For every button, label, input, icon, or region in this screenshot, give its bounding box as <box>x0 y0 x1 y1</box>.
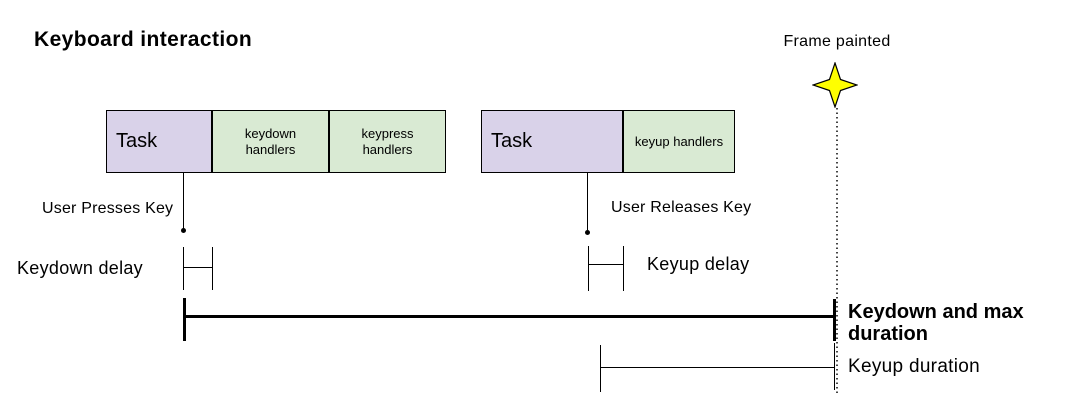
keydown-delay-label: Keydown delay <box>17 258 143 278</box>
keydown-handlers-label: keydown handlers <box>244 125 297 157</box>
keyup-delay-connector <box>588 264 624 265</box>
keyup-duration-left-tick <box>600 345 601 392</box>
keyup-task-label: Task <box>491 130 533 152</box>
frame-painted-label: Frame painted <box>783 33 891 50</box>
keyup-duration-label: Keyup duration <box>848 356 981 377</box>
keydown-delay-connector <box>183 267 213 268</box>
keydown-delay-right-tick <box>212 247 213 290</box>
keyup-delay-left-tick <box>588 246 589 291</box>
user-presses-key-arrow <box>183 173 184 229</box>
keydown-delay-left-tick <box>183 247 184 290</box>
keydown-duration-right-tick <box>833 299 836 341</box>
user-presses-key-arrowhead <box>181 228 186 233</box>
user-releases-key-arrow <box>587 173 588 230</box>
keyup-task-box: Task <box>481 110 623 173</box>
keydown-duration-left-tick <box>183 298 186 341</box>
keyup-handlers-label: keyup handlers <box>634 133 724 149</box>
keydown-duration-label: Keydown and max duration <box>848 301 1024 345</box>
keyup-handlers-box: keyup handlers <box>623 110 735 173</box>
user-presses-key-label: User Presses Key <box>42 200 174 217</box>
keyup-duration-right-tick <box>834 343 835 390</box>
keypress-handlers-label: keypress handlers <box>361 125 414 157</box>
frame-painted-dotted-line <box>836 108 838 393</box>
keydown-handlers-box: keydown handlers <box>212 110 329 173</box>
page-title: Keyboard interaction <box>34 28 253 51</box>
keydown-duration-line <box>183 315 836 318</box>
keyup-delay-right-tick <box>623 246 624 291</box>
user-releases-key-label: User Releases Key <box>611 199 752 216</box>
keydown-task-box: Task <box>106 110 212 173</box>
user-releases-key-arrowhead <box>585 230 590 235</box>
keydown-task-label: Task <box>116 130 158 152</box>
keyup-delay-label: Keyup delay <box>647 254 750 274</box>
keypress-handlers-box: keypress handlers <box>329 110 446 173</box>
sparkle-star-icon <box>812 62 858 108</box>
keyup-duration-line <box>600 367 835 368</box>
